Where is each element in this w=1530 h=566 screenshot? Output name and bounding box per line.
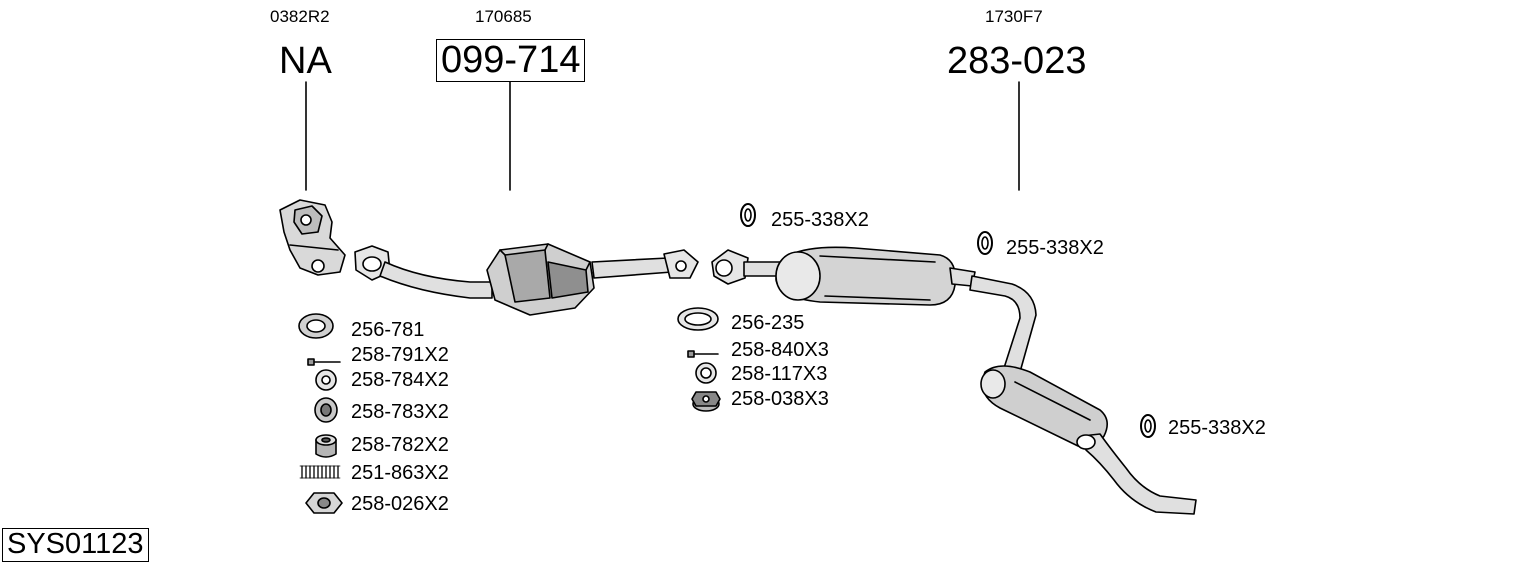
ref-code-0382r2: 0382R2 [270, 7, 330, 26]
washer-icon [695, 362, 717, 384]
gasket-ring-icon [740, 203, 756, 227]
hex-nut-icon [305, 492, 343, 514]
spring-icon [299, 465, 341, 479]
part-label-258-791x2[interactable]: 258-791X2 [351, 344, 449, 366]
gasket-ring-icon [981, 236, 989, 250]
rear-silencer [969, 275, 1197, 515]
part-label-258-840x3[interactable]: 258-840X3 [731, 339, 829, 361]
gasket-ring-icon [977, 231, 993, 255]
front-pipe [354, 245, 493, 299]
exhaust-manifold [279, 199, 346, 276]
gasket-ring-icon [1144, 419, 1152, 433]
part-number-na[interactable]: NA [279, 40, 332, 82]
gasket-ring-icon [1140, 414, 1156, 438]
part-label-251-863x2[interactable]: 251-863X2 [351, 462, 449, 484]
system-code: SYS01123 [2, 528, 149, 562]
gasket-256-781-icon [298, 313, 334, 339]
part-label-258-784x2[interactable]: 258-784X2 [351, 369, 449, 391]
washer-icon [315, 369, 337, 391]
part-label-255-338x2[interactable]: 255-338X2 [771, 209, 869, 231]
bolt-icon [687, 350, 719, 358]
flange-nut-icon [691, 391, 721, 412]
part-label-258-038x3[interactable]: 258-038X3 [731, 388, 829, 410]
part-label-258-117x3[interactable]: 258-117X3 [731, 363, 828, 385]
gasket-256-235-icon [677, 307, 719, 331]
ref-code-1730f7: 1730F7 [985, 7, 1043, 26]
part-number-283-023[interactable]: 283-023 [947, 40, 1087, 82]
ref-code-170685: 170685 [475, 7, 532, 26]
catalytic-converter [486, 243, 595, 316]
part-label-258-026x2[interactable]: 258-026X2 [351, 493, 449, 515]
part-label-258-783x2[interactable]: 258-783X2 [351, 401, 449, 423]
intermediate-pipe [591, 249, 699, 279]
part-number-099-714[interactable]: 099-714 [436, 39, 586, 82]
part-label-256-781[interactable]: 256-781 [351, 319, 425, 341]
bolt-icon [307, 358, 341, 366]
spacer-icon [315, 434, 337, 458]
part-label-258-782x2[interactable]: 258-782X2 [351, 434, 449, 456]
spring-washer-icon [314, 397, 338, 423]
gasket-ring-icon [744, 208, 752, 222]
part-label-256-235[interactable]: 256-235 [731, 312, 805, 334]
part-label-255-338x2[interactable]: 255-338X2 [1006, 237, 1104, 259]
middle-silencer [711, 246, 976, 306]
part-label-255-338x2[interactable]: 255-338X2 [1168, 417, 1266, 439]
